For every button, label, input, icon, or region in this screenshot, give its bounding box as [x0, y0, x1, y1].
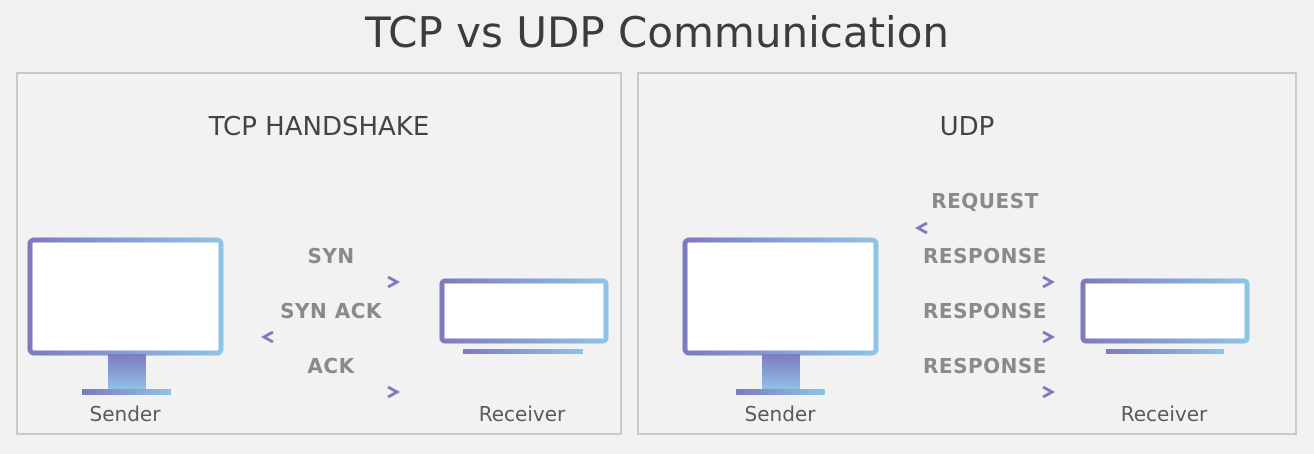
udp-response-arrow-3 — [915, 385, 1056, 399]
udp-request-label: REQUEST — [931, 189, 1039, 213]
udp-sender-monitor-icon — [682, 237, 879, 395]
udp-response-label-2: RESPONSE — [923, 299, 1047, 323]
tcp-syn-ack-arrow — [260, 330, 402, 344]
tcp-syn-label: SYN — [307, 244, 355, 268]
diagram-title: TCP vs UDP Communication — [364, 8, 950, 57]
udp-response-arrow-1 — [915, 275, 1056, 289]
udp-receiver-label: Receiver — [1120, 402, 1208, 426]
udp-response-arrow-2 — [915, 330, 1056, 344]
tcp-panel-title: TCP HANDSHAKE — [208, 112, 430, 142]
udp-response-label-3: RESPONSE — [923, 354, 1047, 378]
udp-panel-title: UDP — [939, 112, 995, 142]
udp-sender-label: Sender — [744, 402, 816, 426]
tcp-syn-ack-label: SYN ACK — [280, 299, 382, 323]
udp-receiver-server-icon — [1080, 278, 1250, 354]
tcp-sender-label: Sender — [89, 402, 161, 426]
tcp-receiver-server-icon — [439, 278, 609, 354]
tcp-syn-arrow — [260, 275, 401, 289]
udp-response-label-1: RESPONSE — [923, 244, 1047, 268]
udp-request-arrow — [914, 221, 1056, 235]
tcp-ack-arrow — [260, 385, 401, 399]
tcp-receiver-label: Receiver — [478, 402, 566, 426]
tcp-sender-monitor-icon — [27, 237, 224, 395]
udp-panel: UDP — [637, 72, 1297, 435]
tcp-ack-label: ACK — [307, 354, 355, 378]
